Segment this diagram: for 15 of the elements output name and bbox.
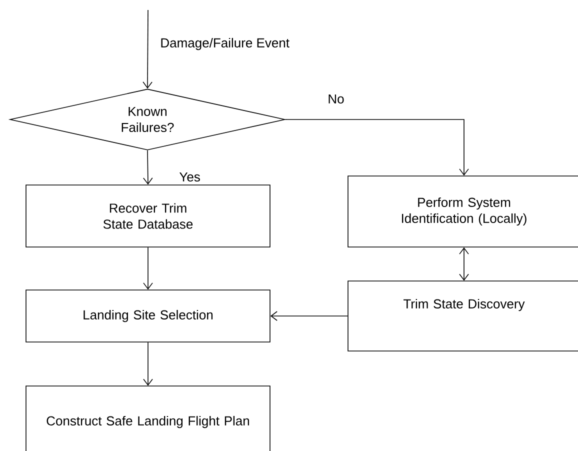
process-box: Recover Trim State Database	[26, 184, 270, 248]
edge-label: No	[326, 93, 346, 105]
arrow	[143, 150, 153, 185]
arrow	[142, 10, 152, 89]
arrow	[143, 247, 153, 290]
arrow	[285, 119, 469, 176]
process-box: Construct Safe Landing Flight Plan	[26, 386, 270, 451]
process-box: Landing Site Selection	[26, 290, 270, 342]
arrow	[459, 247, 469, 281]
process-box: Perform System Identification (Locally)	[348, 176, 578, 248]
arrow	[270, 311, 348, 321]
process-box: Trim State Discovery	[348, 280, 578, 352]
edge-label: Yes	[178, 171, 202, 183]
edge-label: Damage/Failure Event	[159, 36, 291, 52]
arrow	[143, 342, 153, 386]
